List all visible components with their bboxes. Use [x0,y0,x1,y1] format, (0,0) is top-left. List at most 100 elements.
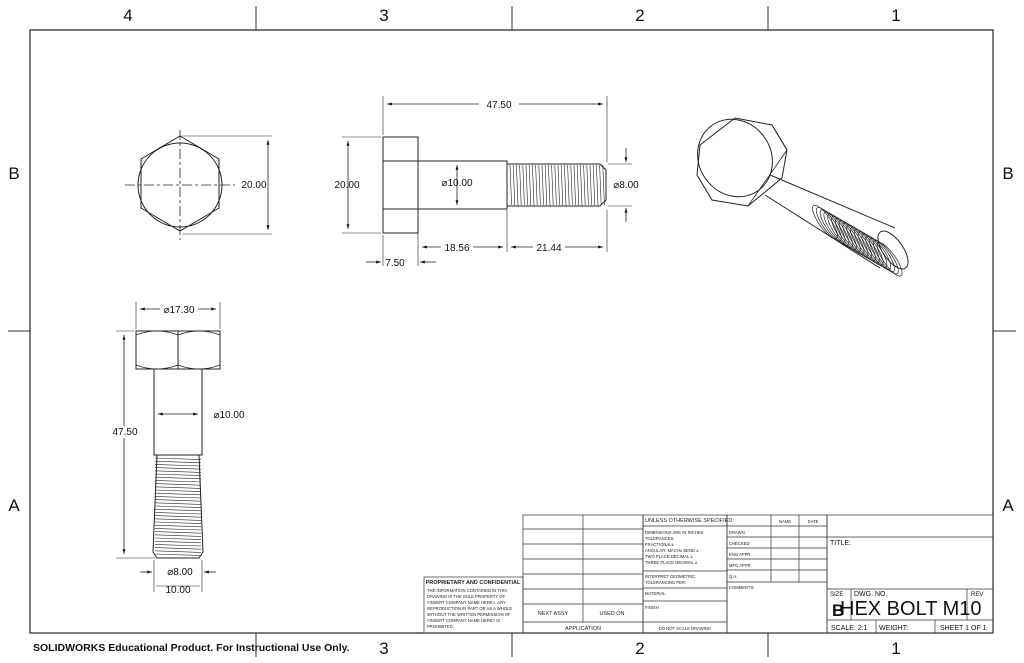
zone-row-a-right: A [1002,496,1014,515]
thread-line [154,512,202,515]
approval-eng: ENG APPR. [729,552,752,557]
thread-line [599,164,602,206]
center-marks [125,130,235,240]
title-block [423,514,994,634]
thread-line [541,164,544,206]
thread-line [592,164,596,206]
thread-line [525,164,528,206]
thread-line [532,164,535,206]
thread-line [586,164,589,206]
thread-line [557,164,560,206]
zone-col-3-bottom: 3 [379,639,388,658]
thread-line [519,164,522,206]
zone-col-2-top: 2 [635,6,644,25]
size-label: SIZE [830,592,843,598]
interpret-line-2: TOLERANCING PER: [645,580,686,585]
rev-label: REV [971,592,983,598]
dim-bottom-thread-dia: ⌀8.00 [167,567,193,578]
zone-row-a-left: A [8,496,20,515]
proprietary-line-7: PROHIBITED. [427,624,454,629]
next-assy-label: NEXT ASSY [538,611,569,617]
thread-line [154,550,202,553]
thread-line [589,164,592,206]
dim-overall-length: 47.50 [486,100,511,111]
tolerance-line-6: THREE PLACE DECIMAL ± [645,560,698,565]
top-view [116,302,221,592]
proprietary-title: PROPRIETARY AND CONFIDENTIAL [426,580,521,586]
dim-shank-dia: ⌀10.00 [441,178,472,189]
dim-mask-2 [441,241,473,253]
thread-line [154,464,202,467]
thread-line [154,531,202,534]
dim-mask-5 [112,426,138,438]
top-thread-lines [154,457,202,556]
iso-head-face [697,118,773,198]
thread-line [522,164,525,206]
thread-line [570,164,573,206]
iso-head-outline [696,117,788,207]
isometric-view [696,117,909,277]
iso-thread-end [877,230,909,270]
zone-row-b-right: B [1002,164,1013,183]
thread-line [154,483,202,486]
dim-thread-dia: ⌀8.00 [613,180,639,191]
title-block-text: PROPRIETARY AND CONFIDENTIAL THE INFORMA… [426,518,987,632]
dim-bottom-width: 10.00 [165,585,190,596]
size-value: B [832,601,844,620]
side-thread-outline [506,163,607,207]
thread-line [554,164,557,206]
thread-line [576,164,580,206]
thread-line [154,492,202,496]
material-label: MATERIAL [645,591,666,596]
thread-line [154,489,202,492]
thread-line [154,505,202,508]
dim-mask [479,97,519,111]
dim-front-width: 20.00 [241,180,266,191]
thread-ring [869,237,895,273]
dim-bottom-shank-dia: ⌀10.00 [213,410,244,421]
zone-col-4-top: 4 [123,6,132,25]
thread-line [154,486,202,489]
dim-bottom-length: 47.50 [112,427,137,438]
proprietary-line-6: <INSERT COMPANY NAME HERE> IS [427,618,500,623]
dim-side-height: 20.00 [334,180,359,191]
thread-line [154,518,202,521]
application-label: APPLICATION [565,626,601,632]
dim-mask-4 [160,302,198,316]
thread-line [154,547,202,550]
iso-shank-bottom [764,194,881,269]
thread-line [596,164,599,206]
thread-line [528,164,532,206]
thread-line [583,164,586,206]
thread-line [154,524,202,528]
dim-thread-length: 21.44 [536,243,561,254]
zone-col-2-bottom: 2 [635,639,644,658]
zone-ticks [8,6,1016,657]
thread-line [154,499,202,502]
proprietary-line-2: DRAWING IS THE SOLE PROPERTY OF [427,594,505,599]
scale-label: SCALE: 2:1 [831,625,868,632]
unless-specified: UNLESS OTHERWISE SPECIFIED: [645,518,734,524]
iso-shank-top [769,174,896,229]
dim-head-height: 7.50 [385,258,405,269]
thread-line [551,164,554,206]
thread-line [548,164,551,206]
sheet-label: SHEET 1 OF 1 [940,625,987,632]
thread-line [538,164,541,206]
tolerance-line-3: FRACTIONAL± [645,542,675,547]
dwg-no-label: DWG. NO. [854,591,887,598]
side-thread-lines [509,164,605,206]
dim-head-across-corners: ⌀17.30 [163,305,194,316]
thread-line [154,553,202,556]
proprietary-line-1: THE INFORMATION CONTAINED IN THIS [427,588,507,593]
thread-line [154,496,202,499]
date-header: DATE [808,519,819,524]
approval-checked: CHECKED [729,541,749,546]
interpret-line-1: INTERPRET GEOMETRIC [645,574,695,579]
thread-line [573,164,576,206]
thread-line [154,457,202,460]
thread-line [564,164,567,206]
zone-col-1-top: 1 [891,6,900,25]
tolerance-line-5: TWO PLACE DECIMAL ± [645,554,693,559]
